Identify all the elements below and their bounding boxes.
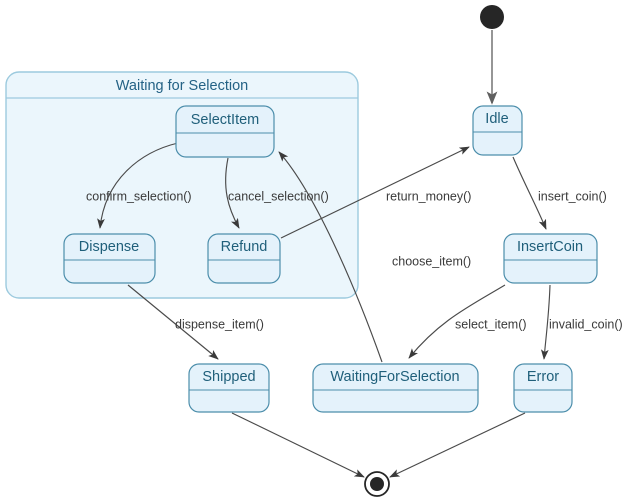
transition-return-money[interactable] (280, 146, 470, 239)
state-box-outline (188, 363, 270, 413)
state-label-waiting-for-selection: WaitingForSelection (330, 369, 459, 385)
state-label-error: Error (527, 369, 559, 385)
state-box-outline (63, 233, 156, 284)
transition-label-return-money: return_money() (386, 189, 471, 203)
state-label-dispense: Dispense (79, 239, 139, 255)
state-insert-coin[interactable]: InsertCoin (503, 233, 598, 284)
transition-label-cancel-selection: cancel_selection() (228, 189, 329, 203)
state-refund[interactable]: Refund (207, 233, 281, 284)
transition-label-dispense-item: dispense_item() (175, 317, 264, 331)
state-box-outline (175, 105, 275, 158)
transition-invalid-coin[interactable] (540, 284, 551, 360)
state-box-outline (503, 233, 598, 284)
state-select-item[interactable]: SelectItem (175, 105, 275, 158)
state-label-refund: Refund (221, 239, 268, 255)
composite-state-waiting-for-selection[interactable]: Waiting for Selection (5, 71, 359, 299)
state-label-idle: Idle (485, 111, 508, 127)
transition-label-confirm-selection: confirm_selection() (86, 189, 192, 203)
composite-state-title: Waiting for Selection (116, 78, 248, 94)
state-idle[interactable]: Idle (472, 105, 523, 156)
transition-cancel-selection[interactable] (225, 157, 240, 229)
state-label-shipped: Shipped (202, 369, 255, 385)
transition-select-item[interactable] (408, 284, 506, 359)
state-label-insert-coin: InsertCoin (517, 239, 583, 255)
initial-pseudostate[interactable] (480, 5, 504, 29)
transition-labels: confirm_selection() cancel_selection() r… (86, 189, 623, 331)
final-node-dot (370, 477, 384, 491)
transition-error-to-final[interactable] (389, 412, 526, 478)
state-box-outline (513, 363, 573, 413)
final-pseudostate[interactable] (364, 471, 390, 497)
state-box-outline (312, 363, 479, 413)
transition-label-select-item: select_item() (455, 317, 527, 331)
state-label-select-item: SelectItem (191, 112, 260, 128)
state-waiting-for-selection[interactable]: WaitingForSelection (312, 363, 479, 413)
final-node-ring (364, 471, 390, 497)
state-dispense[interactable]: Dispense (63, 233, 156, 284)
state-box-outline (472, 105, 523, 156)
state-box-outline (207, 233, 281, 284)
composite-state-outline (5, 71, 359, 299)
state-shipped[interactable]: Shipped (188, 363, 270, 413)
transition-edges (97, 30, 551, 478)
transition-shipped-to-final[interactable] (231, 412, 365, 478)
initial-node-circle (480, 5, 504, 29)
transition-confirm-selection[interactable] (97, 142, 179, 229)
transition-insert-coin[interactable] (512, 156, 547, 230)
transition-choose-item[interactable] (278, 151, 383, 363)
transition-label-invalid-coin: invalid_coin() (549, 317, 623, 331)
transition-label-choose-item: choose_item() (392, 254, 471, 268)
state-error[interactable]: Error (513, 363, 573, 413)
transition-dispense-item[interactable] (127, 284, 219, 360)
transition-label-insert-coin: insert_coin() (538, 189, 607, 203)
